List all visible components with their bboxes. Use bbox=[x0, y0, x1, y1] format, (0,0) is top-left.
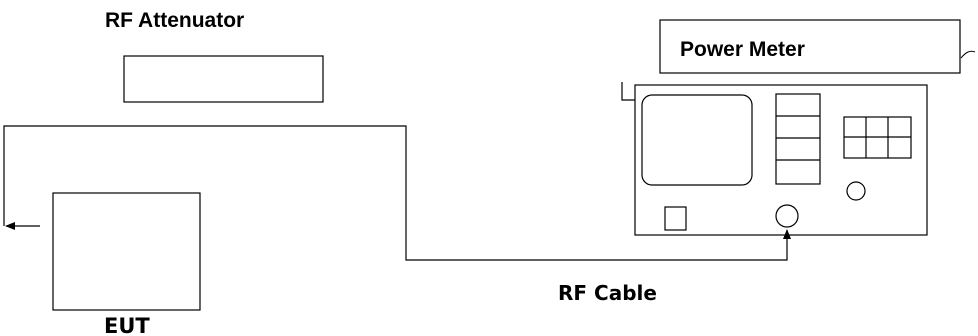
attenuator-label: RF Attenuator bbox=[105, 9, 244, 32]
eut-label: EUT bbox=[104, 314, 150, 336]
instrument-button-column bbox=[775, 93, 821, 185]
instrument-knob bbox=[846, 181, 866, 201]
eut-box bbox=[52, 192, 201, 311]
instrument-input-connector bbox=[775, 204, 799, 228]
power-meter-device bbox=[621, 82, 928, 236]
attenuator-box bbox=[123, 55, 324, 103]
leader-line bbox=[960, 50, 976, 59]
instrument-body bbox=[634, 84, 928, 236]
instrument-switch bbox=[664, 206, 687, 231]
rf-cable-label: RF Cable bbox=[558, 281, 657, 305]
rf-cable-path bbox=[3, 125, 788, 261]
power-meter-label-box bbox=[659, 19, 961, 74]
instrument-display bbox=[641, 94, 753, 186]
power-meter-label: Power Meter bbox=[680, 38, 805, 61]
